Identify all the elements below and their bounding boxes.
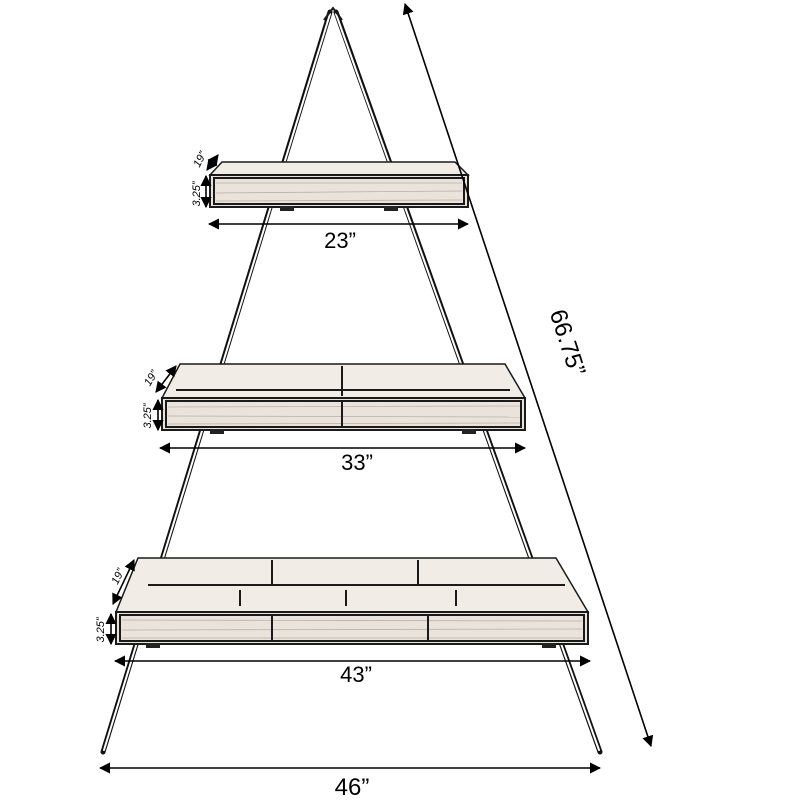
dimension-lines xyxy=(98,2,654,774)
shelf-bottom-width-label: 43” xyxy=(340,662,372,687)
shelf-bottom xyxy=(114,557,590,648)
shelf-middle-width-label: 33” xyxy=(341,450,373,475)
shelf-bottom-depth-line xyxy=(112,558,135,606)
shelf-top-depth-line xyxy=(206,154,219,171)
height-dimension-line xyxy=(402,2,654,748)
shelf-middle xyxy=(160,363,527,434)
base-width-label: 46” xyxy=(335,774,370,800)
height-label: 66.75” xyxy=(544,306,591,379)
shelf-bottom-depth-label: 19” xyxy=(109,566,127,587)
dimension-labels: 66.75” 46” 23” 3.25” 19” 33” 3.25” 19” 4… xyxy=(95,149,590,800)
shelf-middle-height-label: 3.25” xyxy=(142,402,154,428)
shelf-top-height-label: 3.25” xyxy=(191,180,203,206)
shelf-top xyxy=(208,161,470,211)
shelf-middle-depth-line xyxy=(155,365,177,393)
shelf-top-depth-label: 19” xyxy=(191,149,210,170)
apex-joint xyxy=(323,6,343,21)
shelf-bottom-height-label: 3.25” xyxy=(95,616,107,642)
shelf-top-width-label: 23” xyxy=(324,228,356,253)
shelf-middle-depth-label: 19” xyxy=(142,367,161,388)
